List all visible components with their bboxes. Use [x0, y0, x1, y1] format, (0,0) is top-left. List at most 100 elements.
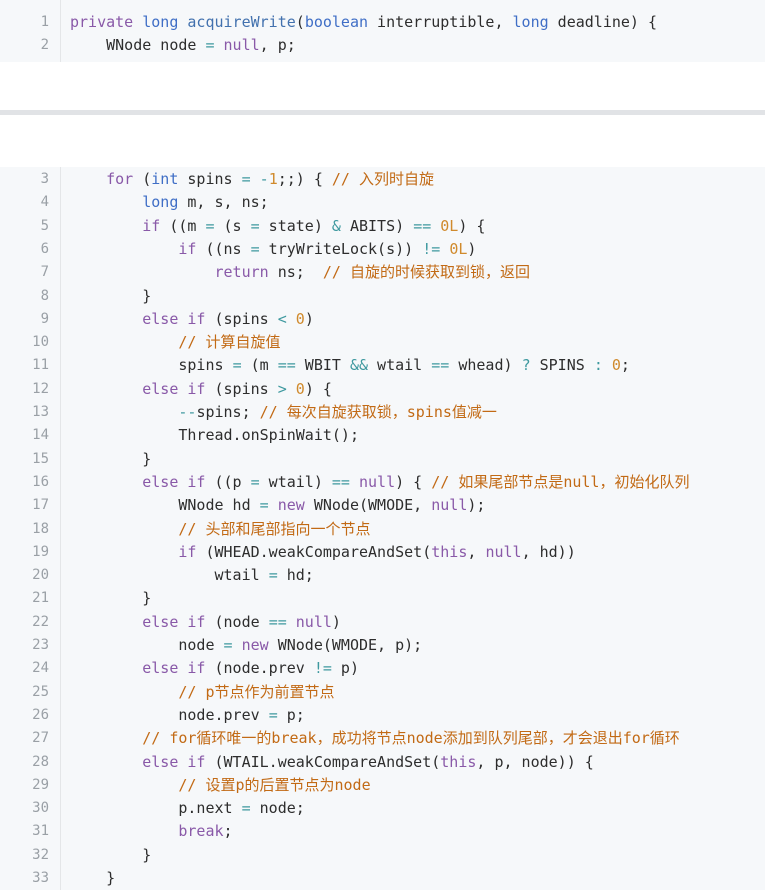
code-token: = [241, 799, 251, 818]
code-line: 31 break; [0, 820, 765, 843]
code-token: = [223, 636, 233, 654]
code-token: ) { [304, 379, 332, 398]
code-token: 1 [268, 170, 278, 188]
code-text: return ns; // 自旋的时候获取到锁，返回 [70, 261, 530, 284]
code-token: long [142, 13, 179, 31]
code-text: WNode hd = new WNode(WMODE, null); [70, 494, 485, 517]
code-token: (node.prev [205, 659, 314, 678]
code-token: = [250, 216, 260, 235]
code-token: , p; [259, 36, 296, 55]
code-text: if (WHEAD.weakCompareAndSet(this, null, … [70, 541, 575, 564]
code-token [70, 380, 142, 398]
code-token: if [187, 612, 206, 631]
code-text: // p节点作为前置节点 [70, 681, 334, 704]
line-number: 14 [32, 427, 49, 444]
code-token: else [142, 379, 179, 398]
code-token [287, 380, 296, 398]
line-number: 23 [32, 637, 49, 653]
code-line: 8 } [0, 285, 765, 308]
code-line: 29 // 设置p的后置节点为node [0, 774, 765, 797]
code-token: new [241, 636, 269, 654]
code-line: 9 else if (spins < 0) [0, 308, 765, 331]
line-number: 19 [32, 543, 49, 560]
code-token: if [187, 472, 206, 491]
code-token [70, 217, 142, 235]
code-text: if ((m = (s = state) & ABITS) == 0L) { [70, 215, 485, 238]
code-line: 1 private long acquireWrite(boolean inter… [0, 11, 765, 34]
code-token: // 如果尾部节点是null，初始化队列 [431, 472, 690, 491]
code-token: spins; [196, 403, 260, 421]
code-token: tryWriteLock(s)) [259, 239, 423, 258]
code-token [287, 613, 296, 631]
code-line: 6 if ((ns = tryWriteLock(s)) != 0L) [0, 238, 765, 261]
code-token: ; [620, 356, 630, 375]
line-number: 27 [32, 730, 49, 747]
code-token: WNode node [70, 36, 206, 55]
code-token [251, 170, 260, 188]
code-token: long [142, 193, 179, 212]
code-token: 0 [295, 309, 305, 328]
code-token [70, 543, 178, 561]
code-token: : [593, 356, 603, 375]
code-token: null [359, 472, 396, 491]
code-token: 0L [440, 216, 459, 235]
code-line: 14 Thread.onSpinWait(); [0, 424, 765, 447]
code-text: // for循环唯一的break，成功将节点node添加到队列尾部，才会退出fo… [70, 727, 680, 750]
code-token [440, 240, 449, 258]
code-token [603, 356, 612, 374]
code-token: > [277, 379, 287, 398]
code-token [287, 310, 296, 328]
code-token: ns; [268, 263, 323, 282]
code-token [70, 683, 178, 701]
code-token: = [259, 496, 269, 515]
code-line: 18 // 头部和尾部指向一个节点 [0, 518, 765, 541]
code-text: long m, s, ns; [70, 191, 268, 214]
code-token [70, 822, 178, 840]
code-token: else [142, 752, 179, 771]
code-line: 13 --spins; // 每次自旋获取锁，spins值减一 [0, 401, 765, 424]
line-number: 29 [32, 776, 49, 793]
code-token: for [106, 170, 134, 188]
code-token: ;;) { [277, 170, 332, 188]
code-text: else if ((p = wtail) == null) { // 如果尾部节… [70, 471, 689, 494]
code-token: ( [133, 170, 152, 188]
code-text: private long acquireWrite(boolean interr… [70, 11, 657, 34]
line-number: 17 [32, 497, 49, 514]
code-token: } [70, 589, 152, 608]
code-token: null [223, 36, 260, 55]
line-number: 4 [40, 194, 49, 211]
code-token [70, 659, 142, 677]
code-token: // 设置p的后置节点为node [178, 775, 371, 794]
code-line: 20 wtail = hd; [0, 564, 765, 587]
code-line: 25 // p节点作为前置节点 [0, 681, 765, 704]
code-token: else [142, 659, 179, 678]
code-line: 11 spins = (m == WBIT && wtail == whead)… [0, 354, 765, 377]
code-token [70, 776, 178, 794]
code-token: if [178, 542, 197, 561]
code-token: else [142, 612, 179, 631]
code-line: 4 long m, s, ns; [0, 191, 765, 214]
code-token: < [277, 309, 287, 328]
code-token: break [178, 822, 224, 841]
code-token: == [413, 216, 432, 235]
code-token: state) [259, 216, 332, 235]
code-text: else if (node.prev != p) [70, 657, 359, 680]
line-number: 3 [40, 171, 49, 187]
code-text: else if (node == null) [70, 611, 341, 634]
code-token: = [268, 566, 278, 585]
line-number: 1 [40, 14, 49, 30]
code-token: (m [241, 356, 278, 375]
code-text: node.prev = p; [70, 704, 304, 727]
code-token: if [187, 752, 206, 771]
line-number: 8 [40, 287, 49, 304]
code-token: != [422, 239, 441, 258]
code-line: 26 node.prev = p; [0, 704, 765, 727]
code-token: WNode(WMODE, p); [268, 636, 423, 654]
code-token: (WTAIL.weakCompareAndSet( [205, 752, 441, 771]
code-text: WNode node = null, p; [70, 34, 296, 57]
code-token: hd; [277, 566, 314, 585]
code-token: == [331, 472, 350, 491]
line-number: 2 [40, 37, 49, 54]
code-token: node; [250, 799, 305, 818]
code-text: break; [70, 820, 232, 843]
